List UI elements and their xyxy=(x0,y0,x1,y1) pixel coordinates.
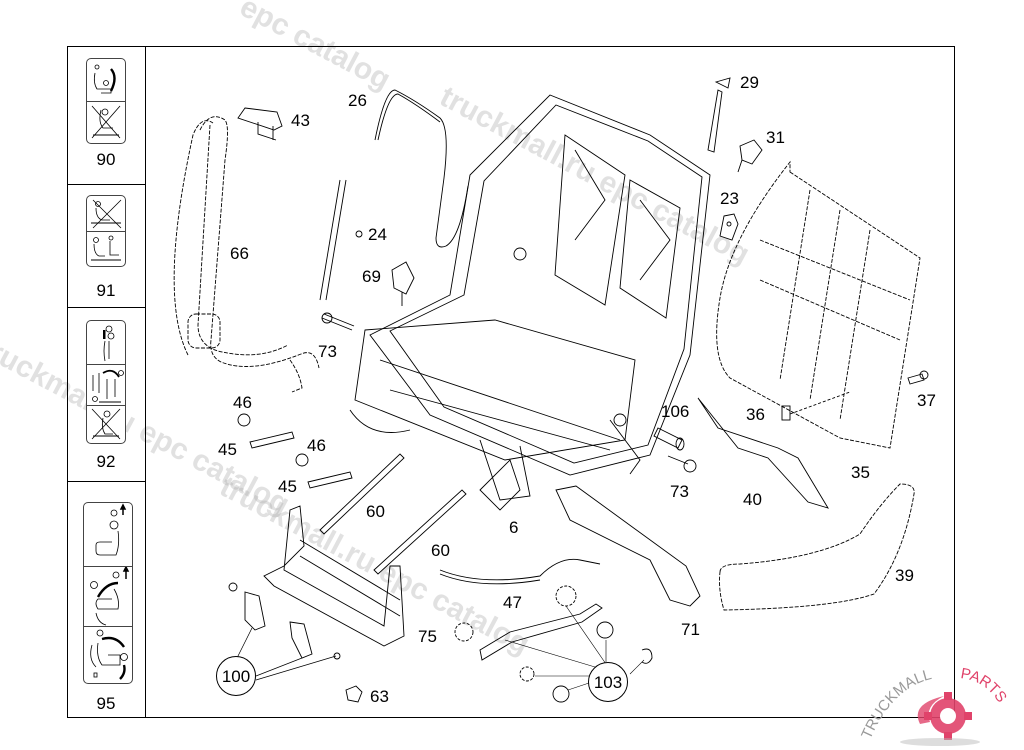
gear-icon xyxy=(917,692,972,740)
trim-part-39[interactable] xyxy=(719,483,915,611)
nut-part-46b[interactable] xyxy=(295,453,309,467)
seat-recline-allowed-icon xyxy=(87,232,125,266)
callout-37[interactable]: 37 xyxy=(917,391,936,410)
sleeve-part-106[interactable] xyxy=(653,427,685,451)
cap-part-63[interactable] xyxy=(345,685,363,703)
truckmall-parts-logo: TRUCKMALL PARTS xyxy=(860,665,1010,746)
gas-strut-part-60[interactable] xyxy=(319,453,405,535)
callout-73b[interactable]: 73 xyxy=(670,482,689,501)
legend-card xyxy=(83,502,133,684)
legend-card xyxy=(86,320,126,444)
callout-39[interactable]: 39 xyxy=(895,566,914,585)
legend-section-92[interactable]: 92 xyxy=(67,308,145,482)
buckle-part-69[interactable] xyxy=(391,261,415,306)
seat-tumble-icon xyxy=(87,365,125,406)
bracket-set-part-100[interactable] xyxy=(228,582,341,681)
callout-6[interactable]: 6 xyxy=(509,518,519,537)
bolt-part-45b[interactable] xyxy=(307,471,353,489)
logo-text-parts: PARTS xyxy=(959,665,1010,706)
callout-106[interactable]: 106 xyxy=(661,402,690,421)
gas-strut-part-60b[interactable] xyxy=(373,489,467,575)
diagram-frame xyxy=(67,46,955,718)
clip-part-36[interactable] xyxy=(781,391,851,421)
callout-46b[interactable]: 46 xyxy=(307,436,326,455)
legend-number: 95 xyxy=(96,694,116,713)
screw-part-37[interactable] xyxy=(907,370,929,385)
callout-45[interactable]: 45 xyxy=(218,440,237,459)
callout-40[interactable]: 40 xyxy=(743,490,762,509)
callout-60[interactable]: 60 xyxy=(366,502,385,521)
panel-part-40[interactable] xyxy=(697,397,829,509)
callout-66[interactable]: 66 xyxy=(230,244,249,263)
legend-number: 92 xyxy=(96,452,116,471)
callout-45b[interactable]: 45 xyxy=(278,477,297,496)
callout-63[interactable]: 63 xyxy=(370,687,389,706)
callout-103[interactable]: 103 xyxy=(588,662,628,702)
callout-71[interactable]: 71 xyxy=(681,620,700,639)
seat-no-occupant-icon xyxy=(87,102,125,143)
bolt-part-73[interactable] xyxy=(321,312,355,331)
legend-number: 90 xyxy=(96,150,116,169)
callout-36[interactable]: 36 xyxy=(746,405,765,424)
clip-part-43[interactable] xyxy=(237,107,283,141)
callout-60b[interactable]: 60 xyxy=(431,541,450,560)
seat-no-occupant-icon xyxy=(87,406,125,443)
callout-46[interactable]: 46 xyxy=(233,393,252,412)
legend-section-91[interactable]: 91 xyxy=(67,185,145,308)
seat-fold-forward-icon xyxy=(87,59,125,102)
callout-73[interactable]: 73 xyxy=(318,342,337,361)
legend-section-95[interactable]: 95 xyxy=(67,482,145,718)
bracket-part-23[interactable] xyxy=(719,213,739,241)
callout-31[interactable]: 31 xyxy=(766,128,785,147)
backrest-part-35[interactable] xyxy=(716,160,921,449)
seat-tumble-forward-icon xyxy=(84,627,132,683)
seat-frame[interactable] xyxy=(349,94,711,501)
bolt-part-73b[interactable] xyxy=(667,455,697,473)
cable-part-26[interactable] xyxy=(319,89,469,301)
seat-stand-icon xyxy=(87,321,125,365)
bracket-part-6[interactable] xyxy=(479,459,521,511)
callout-43[interactable]: 43 xyxy=(291,111,310,130)
callout-26[interactable]: 26 xyxy=(348,91,367,110)
seat-upright-icon xyxy=(84,503,132,567)
callout-75[interactable]: 75 xyxy=(418,627,437,646)
rail-part-71[interactable] xyxy=(555,485,701,607)
seat-fold-icon xyxy=(84,565,132,627)
callout-100[interactable]: 100 xyxy=(216,656,256,696)
callout-29[interactable]: 29 xyxy=(740,73,759,92)
lever-part-47[interactable] xyxy=(439,558,601,585)
callout-47[interactable]: 47 xyxy=(503,593,522,612)
bolt-part-45[interactable] xyxy=(249,431,295,449)
legend-section-90[interactable]: 90 xyxy=(67,46,145,185)
logo-text-truckmall: TRUCKMALL xyxy=(860,666,933,741)
latch-part-31[interactable] xyxy=(737,139,763,173)
sidebar-legend: 90 91 92 xyxy=(67,46,146,718)
callout-23[interactable]: 23 xyxy=(720,189,739,208)
nut-part-24[interactable] xyxy=(355,230,363,238)
nut-part-46[interactable] xyxy=(237,413,251,427)
seat-belt-part-66[interactable] xyxy=(173,116,320,393)
logo-shadow xyxy=(900,738,980,746)
seat-recline-forbidden-icon xyxy=(87,196,125,232)
legend-card xyxy=(86,58,126,144)
callout-24[interactable]: 24 xyxy=(368,225,387,244)
linkage-set-part-103[interactable] xyxy=(454,585,653,703)
callout-69[interactable]: 69 xyxy=(362,267,381,286)
callout-35[interactable]: 35 xyxy=(851,463,870,482)
legend-card xyxy=(86,195,126,267)
legend-number: 91 xyxy=(96,281,116,300)
rail-part-75[interactable] xyxy=(263,505,405,647)
pin-part-29[interactable] xyxy=(707,77,731,153)
